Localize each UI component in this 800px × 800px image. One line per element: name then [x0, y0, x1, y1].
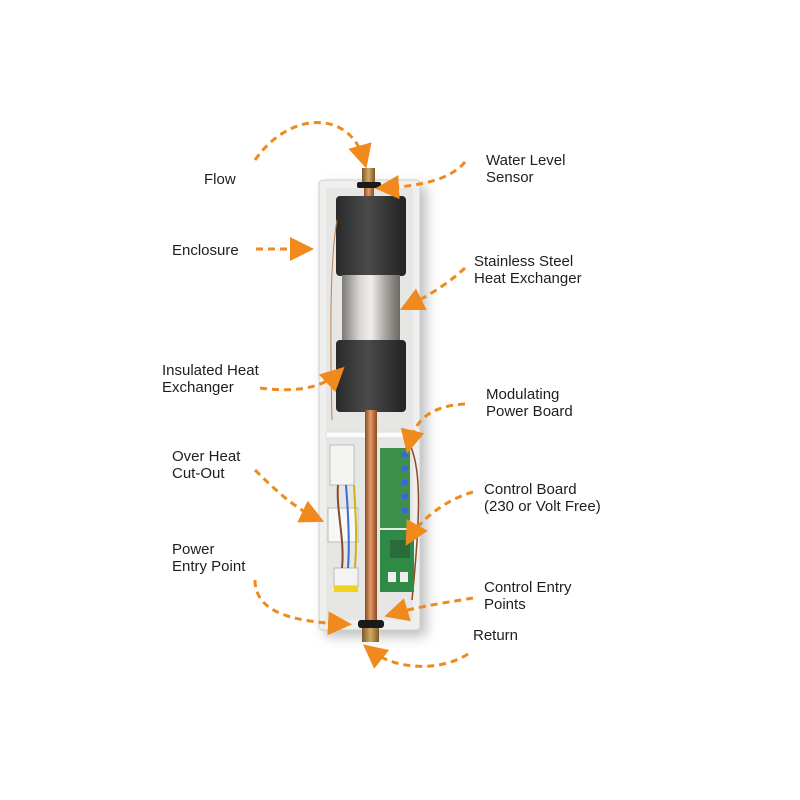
arrow-over-heat	[253, 468, 325, 523]
arrow-modulating-board	[400, 402, 466, 454]
label-modulating-power-board: Modulating Power Board	[486, 386, 573, 420]
arrow-flow	[253, 121, 372, 169]
label-control-board: Control Board (230 or Volt Free)	[484, 481, 601, 515]
label-stainless-steel-heat-exchanger: Stainless Steel Heat Exchanger	[474, 253, 582, 287]
arrow-insulated	[259, 366, 345, 393]
arrow-power-entry	[253, 579, 352, 636]
arrow-control-board	[405, 490, 474, 546]
label-control-entry-points: Control Entry Points	[484, 579, 572, 613]
label-insulated-heat-exchanger: Insulated Heat Exchanger	[162, 362, 259, 396]
label-over-heat-cut-out: Over Heat Cut-Out	[172, 448, 241, 482]
arrow-stainless-steel	[399, 266, 467, 311]
arrow-control-entry	[384, 596, 474, 622]
label-enclosure: Enclosure	[172, 242, 239, 259]
arrow-water-level-sensor	[375, 161, 467, 200]
arrow-return	[362, 644, 469, 669]
label-return: Return	[473, 627, 519, 644]
label-water-level-sensor: Water Level Sensor	[486, 152, 566, 186]
label-power-entry-point: Power Entry Point	[172, 541, 246, 575]
label-flow: Flow	[204, 171, 236, 188]
